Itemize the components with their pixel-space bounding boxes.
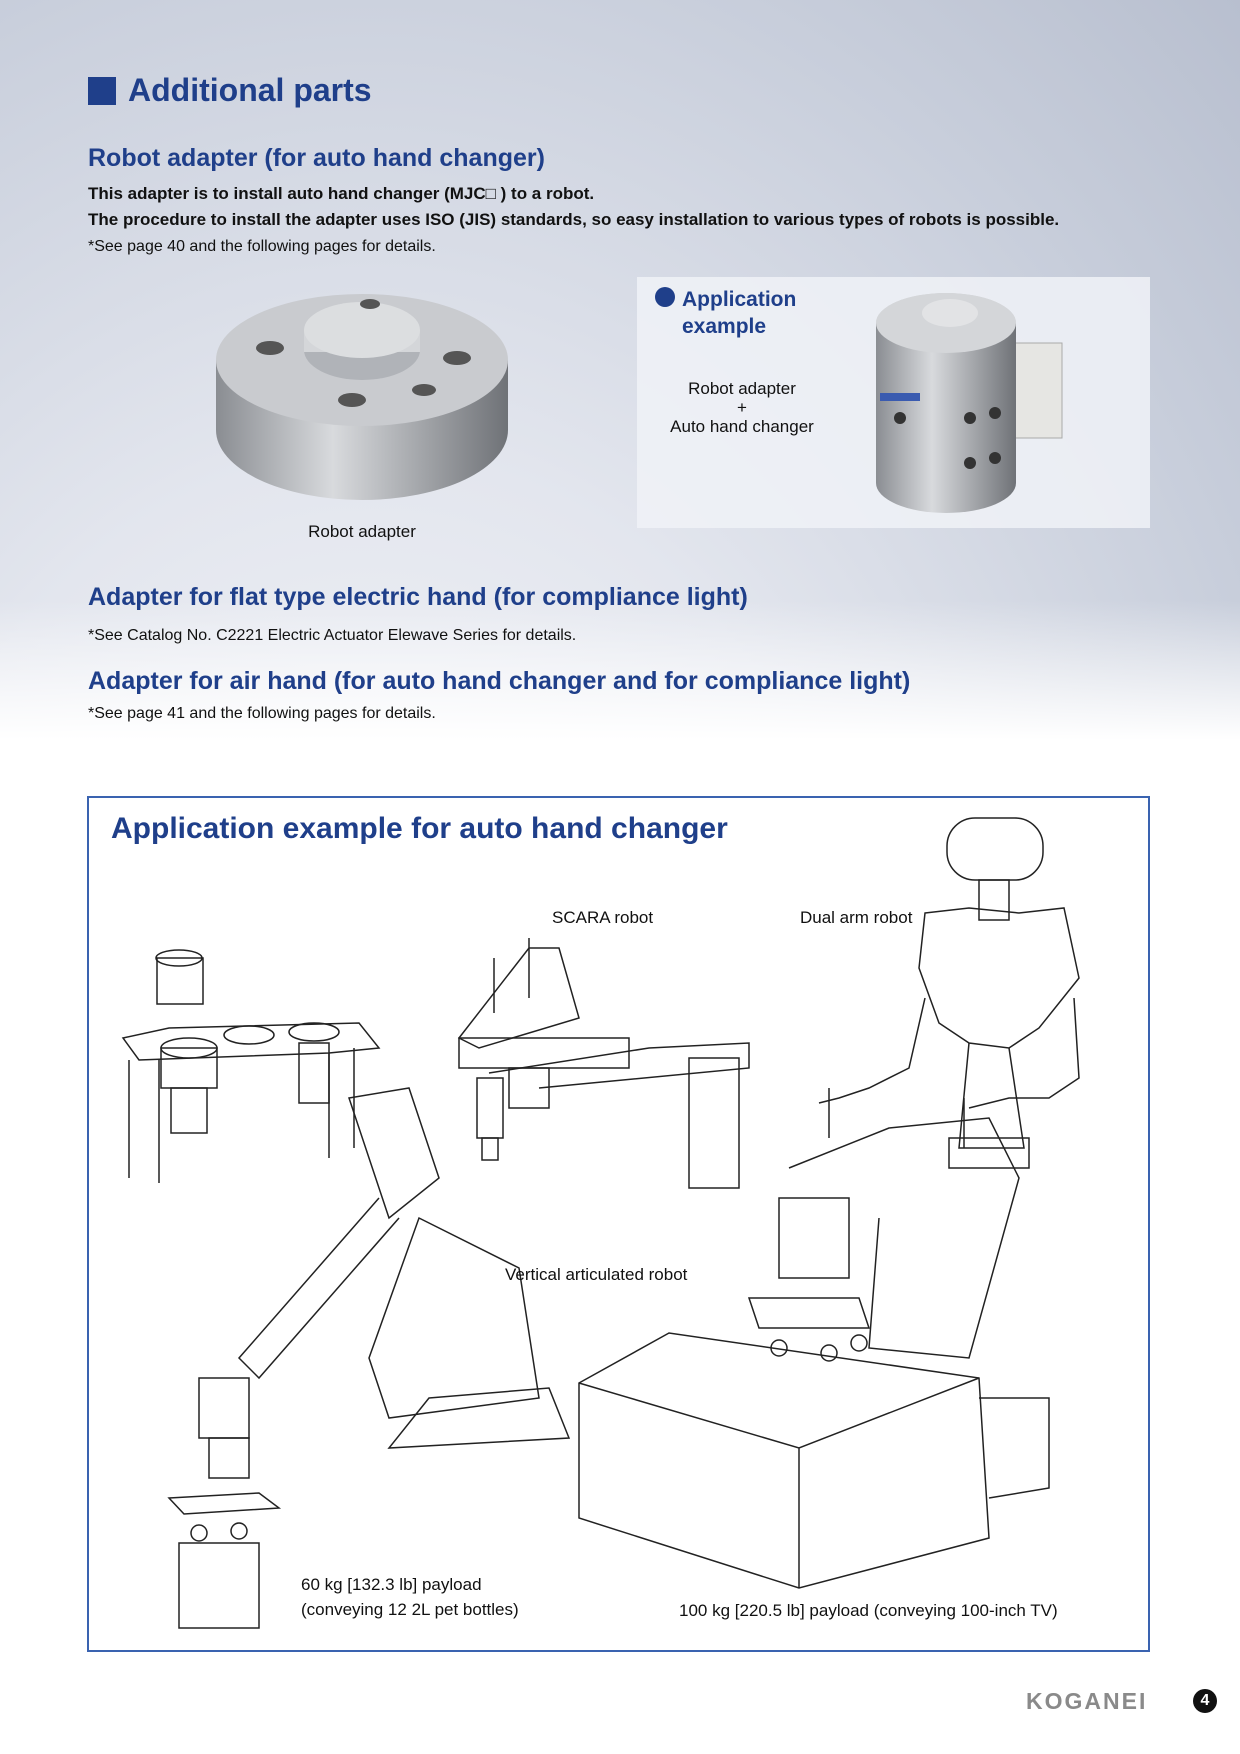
application-example-box: Application example Robot adapter + Auto … <box>637 277 1150 528</box>
air-adapter-note: *See page 41 and the following pages for… <box>88 705 436 722</box>
payload60-line2: (conveying 12 2L pet bottles) <box>301 1600 519 1619</box>
hand-stand-drawing <box>121 949 381 1183</box>
payload60-line1: 60 kg [132.3 lb] payload <box>301 1575 482 1594</box>
flat-adapter-heading: Adapter for flat type electric hand (for… <box>88 583 748 611</box>
page-number: 4 <box>1193 1689 1217 1713</box>
scara-robot-label: SCARA robot <box>552 908 654 927</box>
dual-arm-robot-drawing <box>818 817 1080 1169</box>
application-example-title: Application example <box>682 286 796 340</box>
robot-adapter-line1: This adapter is to install auto hand cha… <box>88 184 595 203</box>
title-line1: Application <box>682 288 797 311</box>
section-title-text: Additional parts <box>128 72 372 108</box>
koganei-logo: KOGANEI <box>1026 1688 1148 1714</box>
section-title: Additional parts <box>88 72 372 109</box>
robot-adapter-image <box>216 294 508 500</box>
robot-adapter-line2: The procedure to install the adapter use… <box>88 210 1060 229</box>
desc-line1: Robot adapter <box>688 379 796 398</box>
flat-adapter-note: *See Catalog No. C2221 Electric Actuator… <box>88 627 577 644</box>
dual-arm-robot-label: Dual arm robot <box>800 908 913 927</box>
payload-100kg-label: 100 kg [220.5 lb] payload (conveying 100… <box>679 1601 1058 1621</box>
adapter-with-hand-changer-image <box>876 293 1063 513</box>
box-title: Application example for auto hand change… <box>111 812 728 845</box>
title-line2: example <box>682 315 767 338</box>
circle-bullet-icon <box>655 287 675 307</box>
robot-adapter-heading: Robot adapter (for auto hand changer) <box>88 144 545 172</box>
vertical-robot-100kg-drawing <box>578 1117 1050 1589</box>
application-example-description: Robot adapter + Auto hand changer <box>657 379 827 436</box>
robot-adapter-caption: Robot adapter <box>308 522 416 541</box>
background-fade <box>0 600 1240 740</box>
scara-robot-drawing <box>457 938 750 1189</box>
vertical-articulated-robot-label: Vertical articulated robot <box>505 1265 688 1284</box>
robot-line-drawings <box>121 817 1080 1629</box>
desc-plus: + <box>737 398 747 417</box>
square-bullet-icon <box>88 76 116 105</box>
auto-hand-changer-example-box: Application example for auto hand change… <box>87 796 1150 1652</box>
air-adapter-heading: Adapter for air hand (for auto hand chan… <box>88 667 911 695</box>
robot-adapter-note: *See page 40 and the following pages for… <box>88 238 436 255</box>
desc-line2: Auto hand changer <box>670 417 814 436</box>
vertical-robot-60kg-drawing <box>167 1087 571 1629</box>
payload-60kg-label: 60 kg [132.3 lb] payload (conveying 12 2L… <box>301 1572 519 1622</box>
